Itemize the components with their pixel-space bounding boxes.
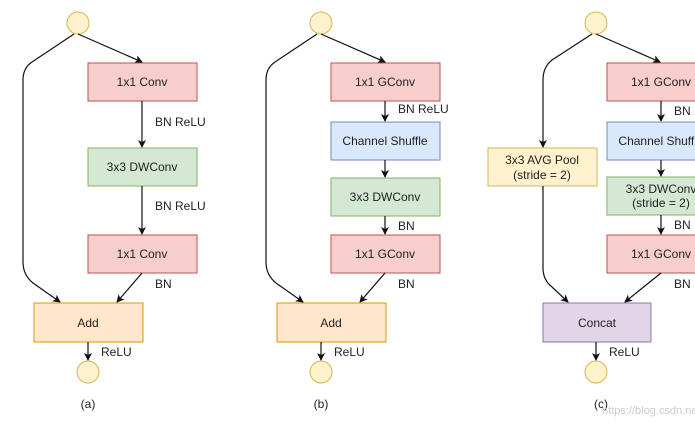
channel-shuffle-label: Channel Shuffle xyxy=(618,134,695,148)
shortcut-arrow xyxy=(539,33,593,148)
unit-c: 3x3 AVG Pool (stride = 2) 1x1 GConv BN C… xyxy=(487,11,695,411)
arrow xyxy=(359,272,386,303)
bn-label: BN xyxy=(155,277,172,291)
input-node xyxy=(309,11,333,35)
arrow xyxy=(542,186,569,303)
gconv1x1-box xyxy=(606,234,695,274)
input-node xyxy=(66,11,90,35)
channel-shuffle-box xyxy=(606,121,695,161)
add-box xyxy=(33,302,144,343)
add-label: Add xyxy=(320,316,341,330)
avg-pool-stride-label: (stride = 2) xyxy=(513,168,571,182)
relu-label: ReLU xyxy=(334,345,365,359)
conv1x1-box xyxy=(87,62,198,102)
channel-shuffle-label: Channel Shuffle xyxy=(342,134,428,148)
caption: (b) xyxy=(314,397,329,411)
unit-a: 1x1 Conv BN ReLU 3x3 DWConv BN ReLU 1x1 … xyxy=(22,11,206,411)
shortcut-arrow xyxy=(265,33,318,303)
gconv1x1-box xyxy=(330,234,441,274)
output-node xyxy=(584,360,608,384)
gconv1x1-label: 1x1 GConv xyxy=(355,247,415,261)
bn-label: BN xyxy=(674,277,691,291)
dwconv-label: 3x3 DWConv xyxy=(350,190,421,204)
bn-label: BN xyxy=(398,277,415,291)
gconv1x1-label: 1x1 GConv xyxy=(631,247,691,261)
caption: (a) xyxy=(81,397,96,411)
dwconv-box xyxy=(87,147,198,187)
input-node xyxy=(584,11,608,35)
dwconv-label: 3x3 DWConv xyxy=(107,160,178,174)
dwconv-stride-label: (stride = 2) xyxy=(632,196,690,210)
bn-label: BN xyxy=(674,104,691,118)
add-box xyxy=(276,302,387,343)
gconv1x1-label: 1x1 GConv xyxy=(355,75,415,89)
arrow xyxy=(320,33,386,63)
gconv1x1-box xyxy=(606,62,695,102)
dwconv-box xyxy=(330,177,441,217)
shortcut-arrow xyxy=(22,33,75,303)
unit-b: 1x1 GConv BN ReLU Channel Shuffle 3x3 DW… xyxy=(265,11,449,411)
gconv1x1-label: 1x1 GConv xyxy=(631,75,691,89)
conv1x1-box xyxy=(87,234,198,274)
concat-label: Concat xyxy=(578,316,617,330)
concat-box xyxy=(542,302,652,343)
caption: (c) xyxy=(594,397,608,411)
output-node xyxy=(309,360,333,384)
watermark: https://blog.csdn.net xyxy=(602,405,695,417)
avg-pool-box xyxy=(487,147,598,187)
arrow xyxy=(624,272,662,303)
add-label: Add xyxy=(77,316,98,330)
channel-shuffle-box xyxy=(330,121,441,161)
dwconv-label: 3x3 DWConv xyxy=(626,182,695,196)
bn-label: BN xyxy=(674,218,691,232)
conv1x1-label: 1x1 Conv xyxy=(117,247,168,261)
bn-relu-label: BN ReLU xyxy=(155,199,206,213)
relu-label: ReLU xyxy=(609,345,640,359)
relu-label: ReLU xyxy=(101,345,132,359)
output-node xyxy=(76,360,100,384)
bn-relu-label: BN ReLU xyxy=(398,102,449,116)
arrow xyxy=(77,33,143,63)
avg-pool-label: 3x3 AVG Pool xyxy=(505,153,579,167)
arrow xyxy=(116,272,143,303)
bn-relu-label: BN ReLU xyxy=(155,115,206,129)
conv1x1-label: 1x1 Conv xyxy=(117,75,168,89)
arrow xyxy=(595,33,661,63)
bn-label: BN xyxy=(398,219,415,233)
